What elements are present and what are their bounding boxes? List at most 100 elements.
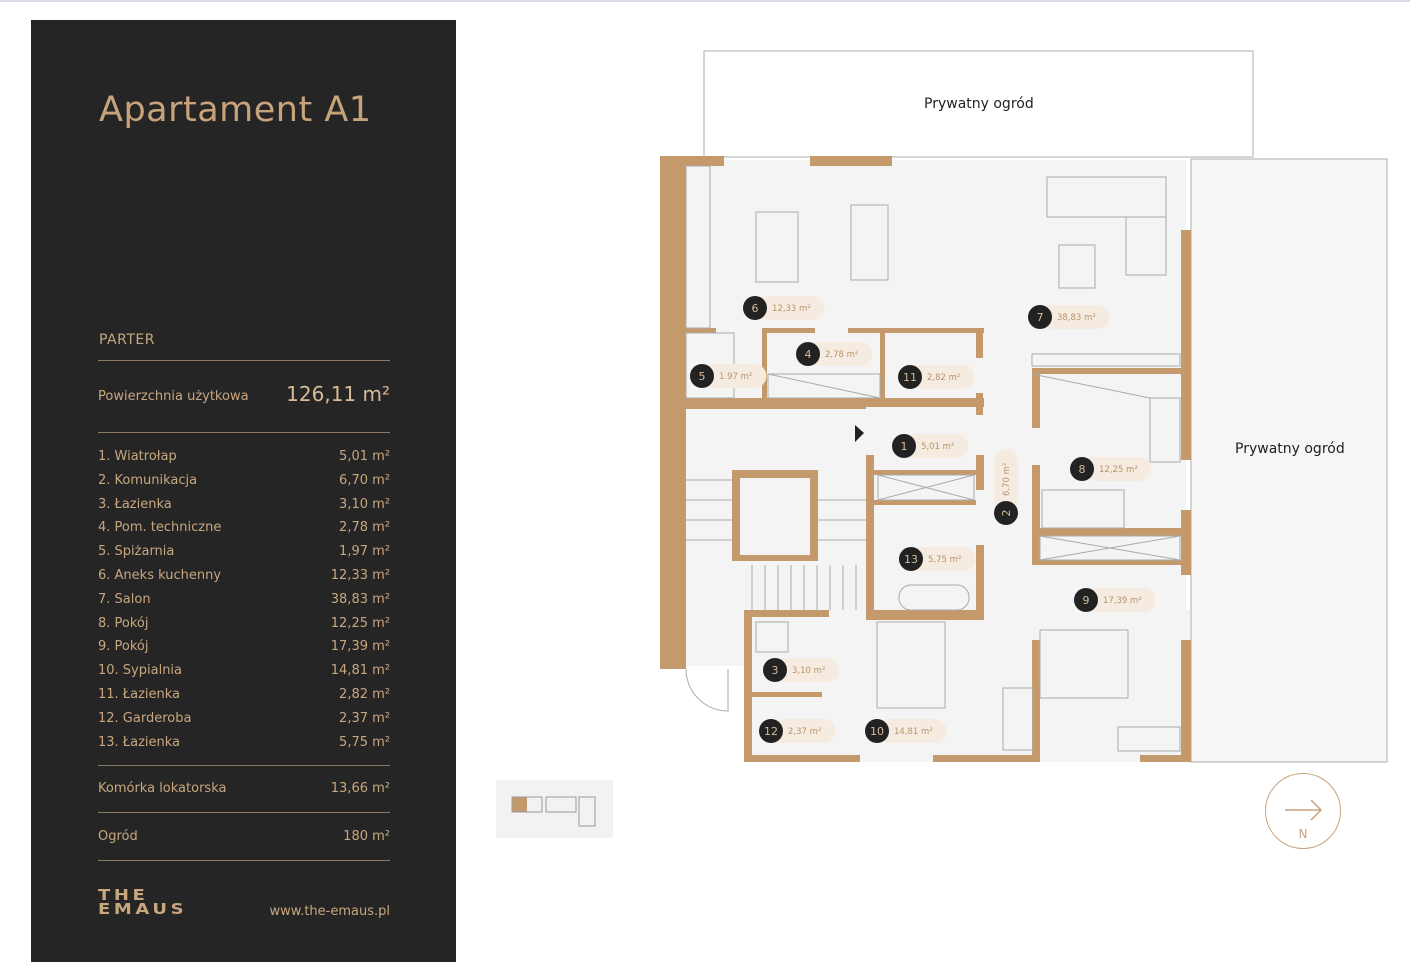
room-area: 38,83 m²: [330, 591, 390, 607]
room-marker-11[interactable]: 11 2,82 m²: [898, 365, 975, 389]
room-marker-10[interactable]: 10 14,81 m²: [865, 719, 947, 743]
top-border: [0, 0, 1410, 2]
entrance-arrow-icon: [855, 425, 864, 442]
room-area: 2,37 m²: [339, 710, 390, 726]
divider: [98, 360, 390, 361]
room-marker-number: 7: [1037, 311, 1044, 324]
room-marker-area: 14,81 m²: [894, 727, 933, 737]
room-area: 2,78 m²: [339, 520, 390, 536]
divider: [98, 812, 390, 813]
garden-value: 180 m²: [343, 829, 390, 844]
room-marker-area: 12,25 m²: [1099, 465, 1138, 475]
room-marker-4[interactable]: 4 2,78 m²: [796, 342, 873, 366]
room-list-item: 6. Aneks kuchenny 12,33 m²: [98, 566, 390, 590]
building-locator-minimap[interactable]: [496, 780, 613, 838]
room-list-item: 9. Pokój 17,39 m²: [98, 637, 390, 661]
room-marker-number: 11: [903, 371, 917, 384]
usable-area-value: 126,11 m²: [286, 382, 390, 406]
room-marker-number: 4: [805, 348, 812, 361]
apartment-info-panel: Apartament A1 PARTER Powierzchnia użytko…: [31, 20, 456, 962]
room-area: 12,33 m²: [330, 567, 390, 583]
room-area: 2,82 m²: [339, 686, 390, 702]
selected-unit-marker: [512, 797, 527, 812]
room-name: 8. Pokój: [98, 615, 149, 631]
room-area: 17,39 m²: [330, 639, 390, 655]
room-list-item: 10. Sypialnia 14,81 m²: [98, 661, 390, 685]
room-marker-number: 12: [764, 725, 778, 738]
room-name: 12. Garderoba: [98, 710, 192, 726]
room-list-item: 13. Łazienka 5,75 m²: [98, 733, 390, 757]
floor-label: PARTER: [99, 332, 155, 348]
room-marker-number: 5: [699, 370, 706, 383]
room-name: 13. Łazienka: [98, 734, 181, 750]
room-area: 5,01 m²: [339, 449, 390, 464]
room-name: 2. Komunikacja: [98, 472, 198, 488]
garden-right-label: Prywatny ogród: [1235, 441, 1345, 457]
room-marker-number: 10: [870, 725, 884, 738]
garden-row: Ogród 180 m²: [98, 829, 390, 844]
room-name: 10. Sypialnia: [98, 663, 183, 679]
divider: [98, 765, 390, 766]
room-name: 6. Aneks kuchenny: [98, 567, 222, 583]
garden-top-label: Prywatny ogród: [924, 96, 1034, 112]
room-marker-area: 6,70 m²: [1002, 463, 1012, 496]
room-marker-2[interactable]: 26,70 m²: [994, 448, 1018, 525]
room-marker-number: 8: [1079, 463, 1086, 476]
room-marker-13[interactable]: 13 5,75 m²: [899, 547, 976, 571]
room-marker-number: 9: [1083, 594, 1090, 607]
room-marker-area: 2,37 m²: [788, 727, 821, 737]
room-area: 14,81 m²: [330, 663, 390, 679]
room-marker-3[interactable]: 3 3,10 m²: [763, 658, 840, 682]
room-area: 12,25 m²: [330, 615, 390, 631]
room-marker-area: 2,78 m²: [825, 350, 858, 360]
room-name: 9. Pokój: [98, 639, 149, 655]
room-marker-area: 2,82 m²: [927, 373, 960, 383]
room-list-item: 8. Pokój 12,25 m²: [98, 614, 390, 638]
storage-row: Komórka lokatorska 13,66 m²: [98, 781, 390, 796]
room-marker-number: 3: [772, 664, 779, 677]
room-marker-area: 38,83 m²: [1057, 313, 1096, 323]
room-name: 3. Łazienka: [98, 496, 172, 512]
room-marker-area: 1.97 m²: [719, 372, 752, 382]
room-marker-5[interactable]: 5 1.97 m²: [690, 364, 767, 388]
room-marker-8[interactable]: 8 12,25 m²: [1070, 457, 1152, 481]
usable-area-label: Powierzchnia użytkowa: [98, 389, 249, 404]
room-marker-1[interactable]: 1 5,01 m²: [892, 434, 969, 458]
room-area: 1,97 m²: [339, 544, 390, 560]
room-list-item: 12. Garderoba 2,37 m²: [98, 709, 390, 733]
room-name: 1. Wiatrołap: [98, 449, 177, 464]
room-marker-area: 5,01 m²: [921, 442, 954, 452]
website-link[interactable]: www.the-emaus.pl: [269, 904, 391, 919]
walls: [660, 156, 1191, 762]
room-name: 11. Łazienka: [98, 686, 181, 702]
room-marker-7[interactable]: 7 38,83 m²: [1028, 305, 1110, 329]
divider: [98, 432, 390, 433]
room-marker-12[interactable]: 12 2,37 m²: [759, 719, 836, 743]
room-list-item: 11. Łazienka 2,82 m²: [98, 685, 390, 709]
room-marker-area: 5,75 m²: [928, 555, 961, 565]
room-marker-number: 13: [904, 553, 918, 566]
room-list-item: 5. Spiżarnia 1,97 m²: [98, 542, 390, 566]
room-name: 5. Spiżarnia: [98, 544, 175, 560]
room-list-item: 7. Salon 38,83 m²: [98, 590, 390, 614]
garden-right-outline: [1190, 158, 1388, 763]
room-list: 1. Wiatrołap 5,01 m² 2. Komunikacja 6,70 m²…: [98, 447, 390, 756]
page-title: Apartament A1: [99, 90, 372, 130]
room-marker-area: 3,10 m²: [792, 666, 825, 676]
room-name: 7. Salon: [98, 591, 151, 607]
room-area: 5,75 m²: [339, 734, 390, 750]
divider: [98, 860, 390, 861]
storage-label: Komórka lokatorska: [98, 781, 227, 796]
room-list-item: 4. Pom. techniczne 2,78 m²: [98, 518, 390, 542]
garden-label: Ogród: [98, 829, 138, 844]
room-name: 4. Pom. techniczne: [98, 520, 222, 536]
compass-label: N: [1298, 827, 1307, 841]
room-area: 6,70 m²: [339, 472, 390, 488]
room-marker-number: 1: [901, 440, 908, 453]
room-marker-area: 12,33 m²: [772, 304, 811, 314]
